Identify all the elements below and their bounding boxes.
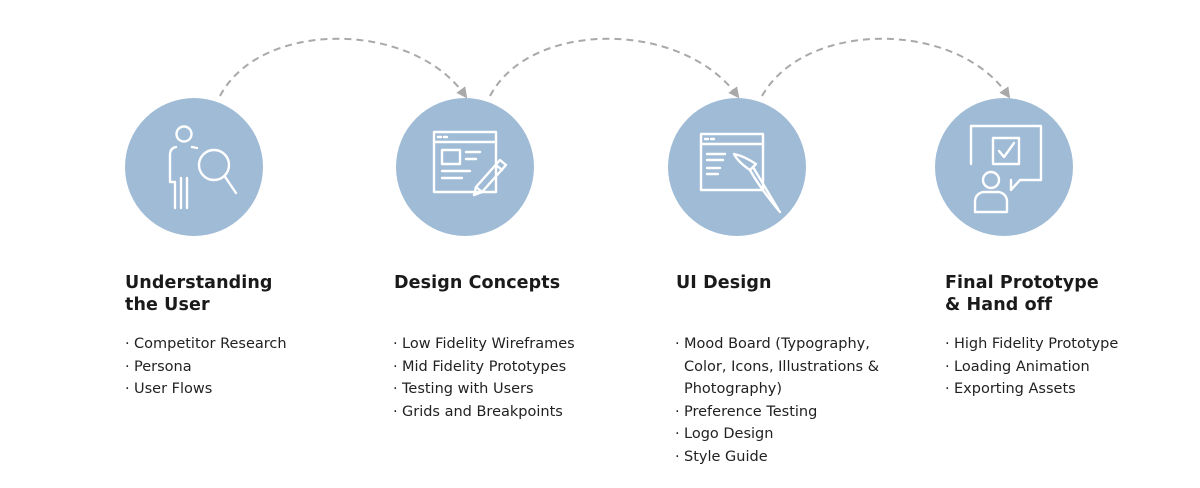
step-4-title: Final Prototype & Hand off <box>945 272 1185 316</box>
step-2-list: ·Low Fidelity Wireframes ·Mid Fidelity P… <box>393 333 633 423</box>
step-1-circle <box>125 98 263 236</box>
person-magnifier-icon <box>168 125 238 210</box>
list-item: ·Style Guide <box>675 448 768 465</box>
step-1-title: Understanding the User <box>125 272 365 316</box>
title-line: UI Design <box>676 273 772 293</box>
wireframe-pencil-icon <box>432 130 508 197</box>
list-item: ·Exporting Assets <box>945 381 1076 397</box>
list-item: ·Competitor Research <box>125 336 287 352</box>
list-item: ·Mid Fidelity Prototypes <box>393 358 567 375</box>
step-4-circle <box>935 98 1073 236</box>
step-2-title: Design Concepts <box>394 272 634 294</box>
list-item: ·Low Fidelity Wireframes <box>393 336 575 352</box>
step-3-circle <box>668 98 806 236</box>
title-line: Understanding <box>125 273 273 293</box>
list-item-continuation: Color, Icons, Illustrations & <box>684 358 880 375</box>
arrow-1-to-2 <box>219 37 468 99</box>
step-1-list: ·Competitor Research ·Persona ·User Flow… <box>125 333 365 401</box>
title-line: & Hand off <box>945 295 1053 315</box>
list-item: ·Logo Design <box>675 426 774 442</box>
step-4-list: ·High Fidelity Prototype ·Loading Animat… <box>945 333 1185 401</box>
step-2-circle <box>396 98 534 236</box>
browser-paintbrush-icon <box>699 132 782 214</box>
arrow-2-to-3 <box>489 37 740 99</box>
list-item: ·Grids and Breakpoints <box>393 403 563 420</box>
step-3-title: UI Design <box>676 272 916 294</box>
title-line: Final Prototype <box>945 273 1099 293</box>
list-item: ·User Flows <box>125 381 213 397</box>
title-line: the User <box>125 295 210 315</box>
user-checkbox-speech-icon <box>969 124 1043 214</box>
list-item: ·High Fidelity Prototype <box>945 336 1119 352</box>
list-item: ·Loading Animation <box>945 358 1090 375</box>
list-item: ·Testing with Users <box>393 381 534 397</box>
arrow-3-to-4 <box>761 37 1011 99</box>
step-3-list: ·Mood Board (Typography, Color, Icons, I… <box>675 333 915 468</box>
list-item: ·Persona <box>125 358 192 375</box>
title-line: Design Concepts <box>394 273 561 293</box>
list-item: ·Mood Board (Typography, <box>675 336 870 352</box>
list-item-continuation: Photography) <box>684 381 783 397</box>
list-item: ·Preference Testing <box>675 403 818 420</box>
